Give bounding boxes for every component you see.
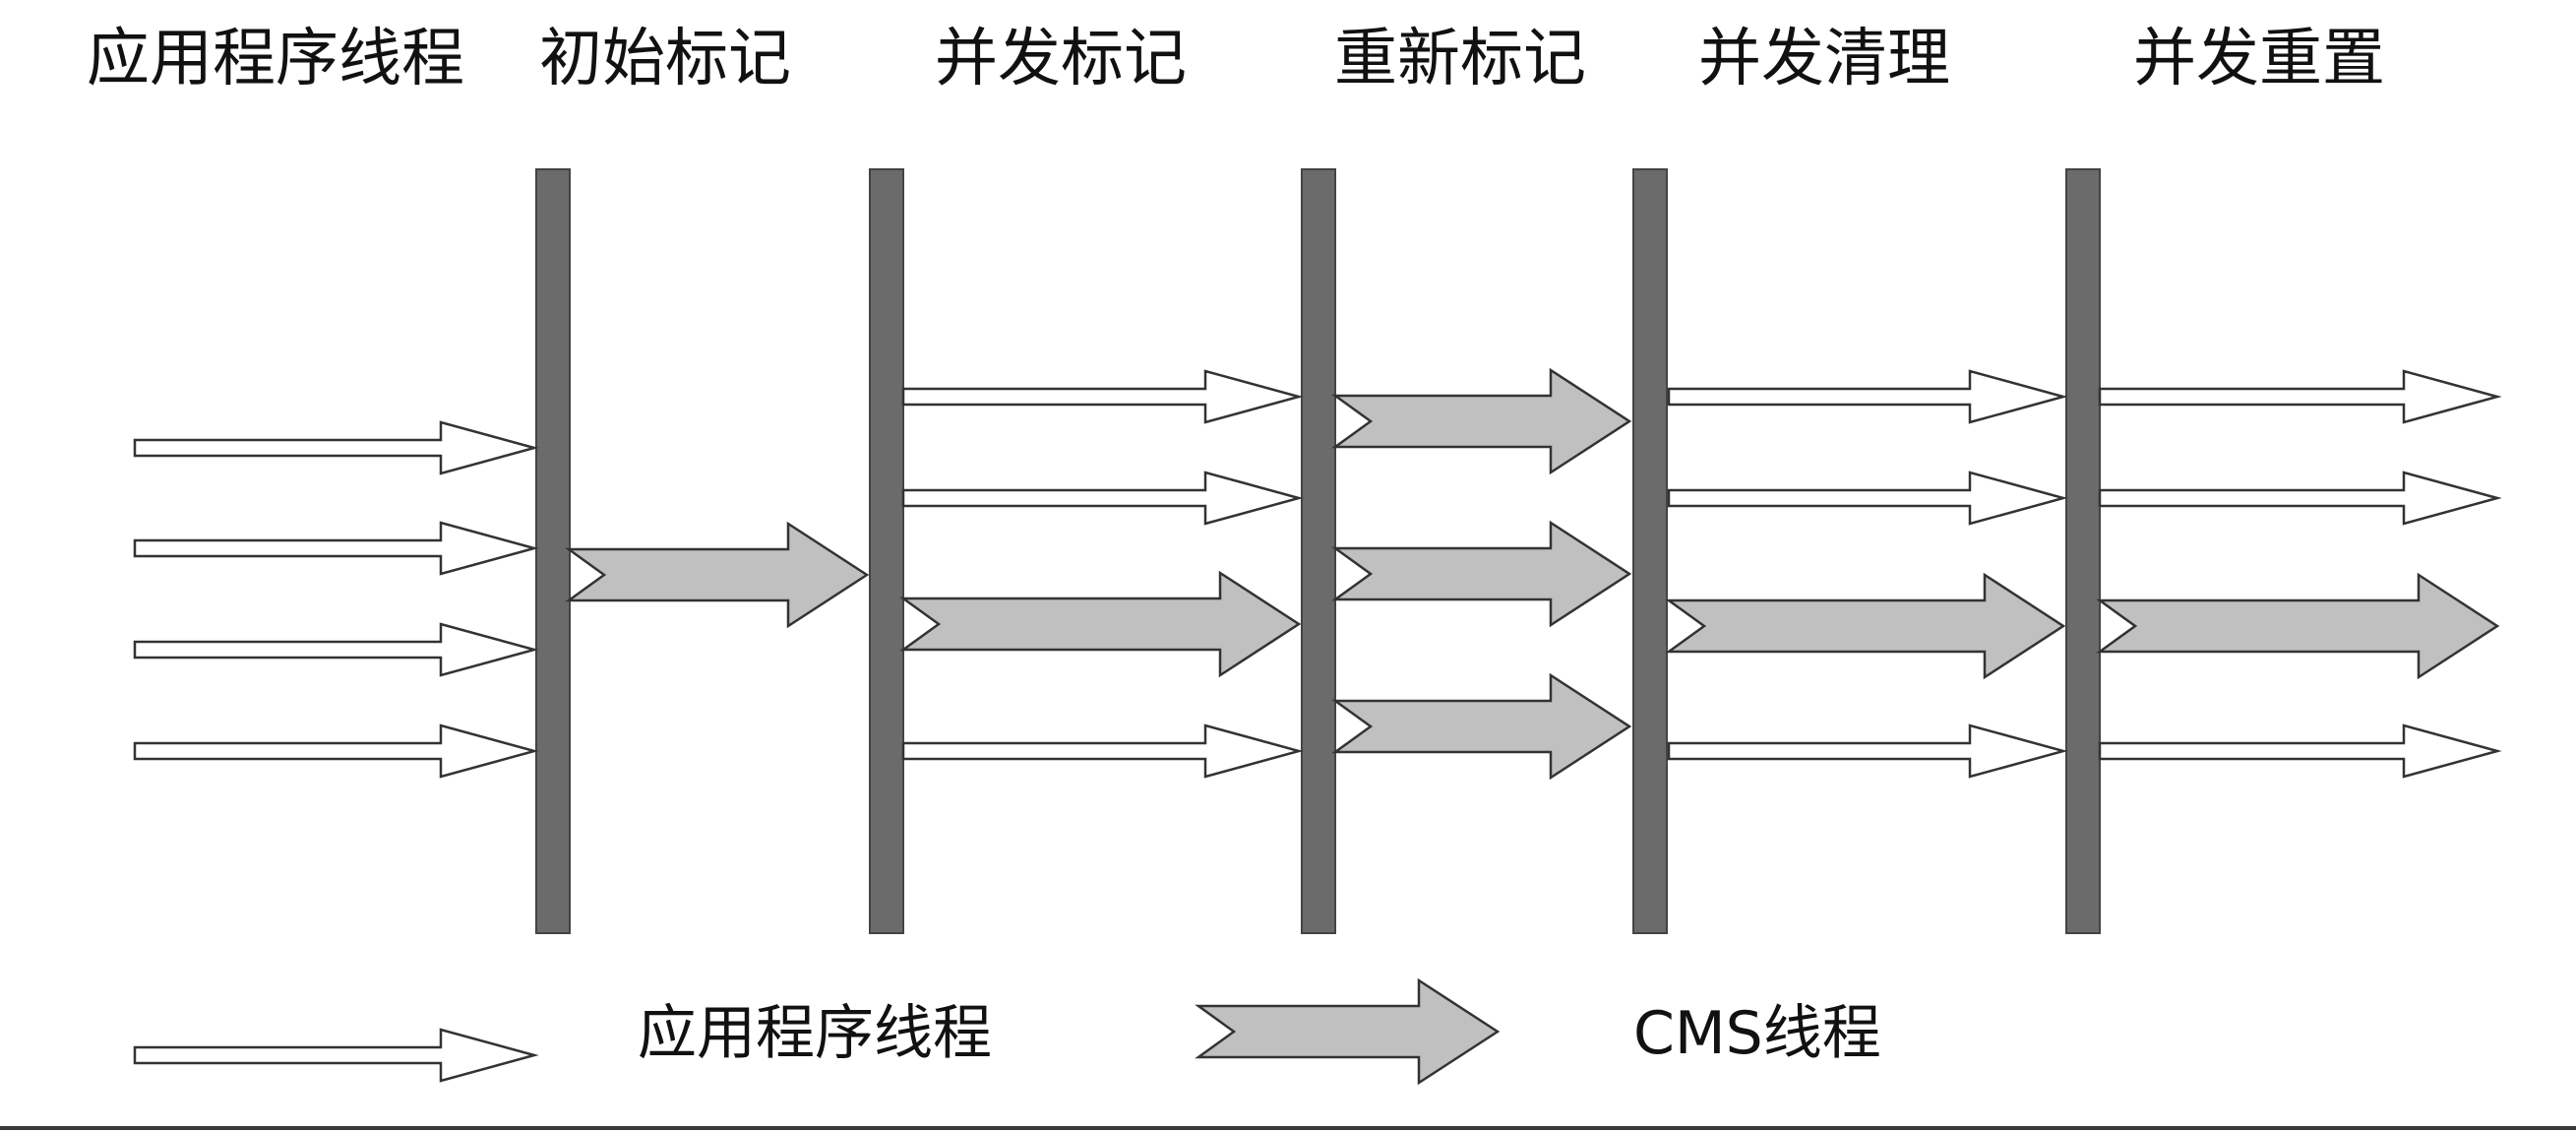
phase-barrier-4 [1632,168,1668,934]
application-thread-arrow-6 [901,369,1304,424]
phase-barriers [535,168,2101,934]
phase-label-concurrent-sweep: 并发清理 [1698,23,1950,95]
phase-label-concurrent-mark: 并发标记 [935,23,1187,95]
application-thread-arrow-17 [2098,369,2502,424]
application-thread-arrow-2 [133,521,539,576]
phase-label-concurrent-reset: 并发重置 [2133,23,2385,95]
phase-barrier-3 [1301,168,1336,934]
cms-thread-arrow-12 [1331,672,1632,781]
application-thread-arrow-1 [133,420,539,475]
legend-cms-thread-arrow [1195,977,1501,1086]
phase-barrier-1 [535,168,571,934]
application-thread-arrow-13 [1667,369,2068,424]
application-thread-arrow-3 [133,622,539,677]
application-thread-arrow-20 [2098,723,2502,779]
legend-label-application-thread: 应用程序线程 [638,999,992,1068]
phase-barrier-2 [869,168,904,934]
application-thread-arrow-18 [2098,471,2502,526]
application-thread-arrow-16 [1667,723,2068,779]
cms-thread-arrow-10 [1331,367,1632,475]
legend-application-thread-arrow [133,1028,539,1083]
cms-thread-arrow-8 [899,570,1302,678]
phase-label-application-threads: 应用程序线程 [87,23,464,95]
application-thread-arrow-7 [901,471,1304,526]
phase-barrier-5 [2065,168,2101,934]
thread-arrows [133,367,2502,781]
application-thread-arrow-4 [133,723,539,779]
cms-thread-arrow-15 [1665,572,2066,680]
legend-label-cms-thread: CMS线程 [1633,999,1881,1068]
bottom-frame-line [0,1126,2576,1130]
application-thread-arrow-9 [901,723,1304,779]
cms-thread-arrow-19 [2096,572,2500,680]
phase-label-initial-mark: 初始标记 [539,23,791,95]
phase-label-remark: 重新标记 [1334,23,1586,95]
application-thread-arrow-14 [1667,471,2068,526]
cms-thread-arrow-5 [565,521,870,629]
cms-thread-arrow-11 [1331,520,1632,628]
legend-arrows [133,977,1501,1086]
